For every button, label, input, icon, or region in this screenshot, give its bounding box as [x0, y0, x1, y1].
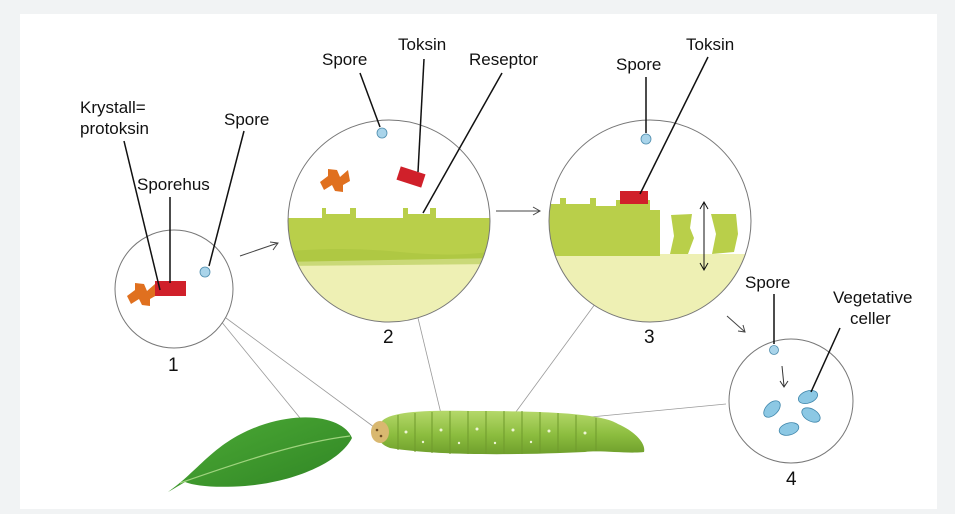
label-reseptor: Reseptor — [469, 50, 538, 69]
label-celler: celler — [850, 309, 891, 328]
label-vegetative: Vegetative — [833, 288, 912, 307]
label-protoksin: protoksin — [80, 119, 149, 138]
stage-number-2: 2 — [383, 327, 394, 348]
spore-4 — [770, 346, 779, 355]
toxin-3 — [620, 191, 648, 204]
label-toksin-2: Toksin — [398, 35, 446, 54]
stage-4-circle — [729, 339, 853, 463]
stage-number-1: 1 — [168, 355, 179, 376]
stage-number-3: 3 — [644, 327, 655, 348]
label-spore-2: Spore — [322, 50, 367, 69]
label-spore-1: Spore — [224, 110, 269, 129]
label-sporehus: Sporehus — [137, 175, 210, 194]
label-spore-4: Spore — [745, 273, 790, 292]
stage-1-circle — [115, 230, 233, 348]
label-spore-3: Spore — [616, 55, 661, 74]
spore-2 — [377, 128, 387, 138]
label-toksin-3: Toksin — [686, 35, 734, 54]
spore-3 — [641, 134, 651, 144]
stage-number-4: 4 — [786, 469, 797, 490]
spore-1 — [200, 267, 210, 277]
label-krystall: Krystall= — [80, 98, 146, 117]
